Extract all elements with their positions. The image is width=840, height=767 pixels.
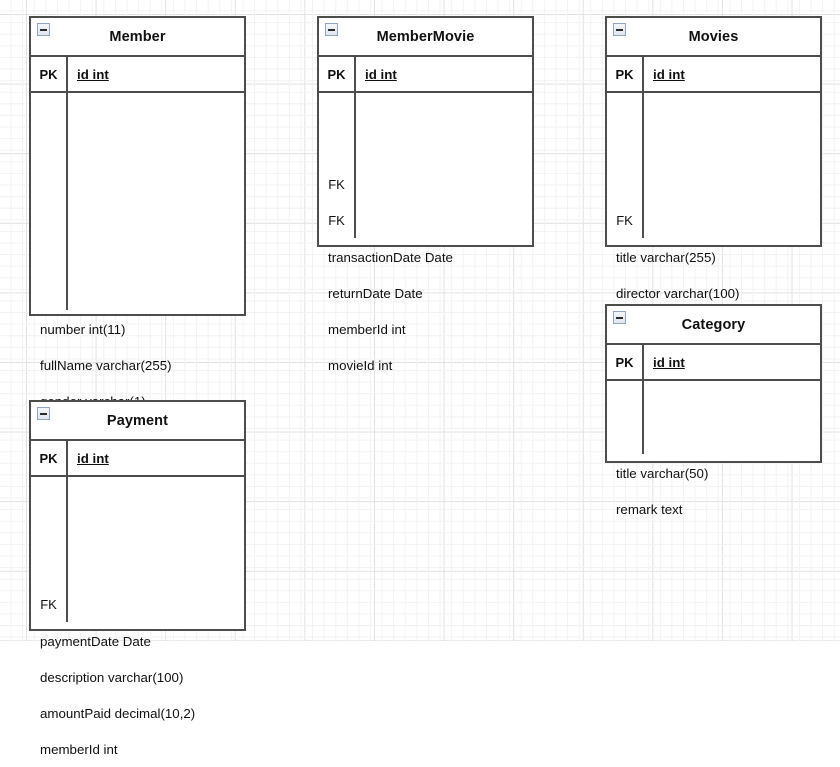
attribute-row[interactable]: paymentDate Date xyxy=(40,633,151,649)
entity-title-bar: Payment xyxy=(31,402,244,441)
entity-name-label: MemberMovie xyxy=(376,28,475,45)
attribute-row[interactable]: returnDate Date xyxy=(328,285,423,301)
fk-badge: FK xyxy=(328,176,345,192)
attribute-list: FK title varchar(255) director varchar(100… xyxy=(607,93,820,373)
primary-key-row[interactable]: PK id int xyxy=(31,441,244,477)
attribute-row[interactable]: title varchar(255) xyxy=(616,249,716,265)
pk-field-label: id int xyxy=(365,66,397,82)
pk-field-label: id int xyxy=(653,66,685,82)
entity-title-bar: Category xyxy=(607,306,820,345)
collapse-minus-icon[interactable] xyxy=(613,23,626,36)
fk-badge: FK xyxy=(40,596,57,612)
key-column: FK xyxy=(31,477,68,622)
primary-key-row[interactable]: PK id int xyxy=(607,345,820,381)
attribute-list: FK FK transactionDate Date returnDate Date m… xyxy=(319,93,532,373)
pk-field-label: id int xyxy=(653,354,685,370)
field-column: transactionDate Date returnDate Date membe… xyxy=(319,238,532,383)
entity-name-label: Member xyxy=(109,28,166,45)
entity-title-bar: Member xyxy=(31,18,244,57)
key-cell-empty xyxy=(31,274,66,310)
primary-key-row[interactable]: PK id int xyxy=(607,57,820,93)
attribute-row[interactable]: amountPaid decimal(10,2) xyxy=(40,705,196,721)
collapse-minus-icon[interactable] xyxy=(613,311,626,324)
fk-badge: FK xyxy=(616,212,633,228)
collapse-minus-icon[interactable] xyxy=(37,407,50,420)
collapse-minus-icon[interactable] xyxy=(37,23,50,36)
attribute-row[interactable]: movieId int xyxy=(328,357,393,373)
field-column: paymentDate Date description varchar(100)… xyxy=(31,622,244,767)
key-cell-empty xyxy=(607,130,642,166)
minus-glyph xyxy=(616,316,623,319)
key-column: FK FK xyxy=(319,93,356,238)
key-cell-empty xyxy=(607,418,642,454)
key-column: FK xyxy=(607,93,644,238)
pk-field-label: id int xyxy=(77,450,109,466)
key-cell-empty xyxy=(31,478,66,514)
attribute-list: title varchar(50) remark text xyxy=(607,381,820,517)
field-column: title varchar(50) remark text xyxy=(607,454,820,527)
pk-badge: PK xyxy=(319,57,356,91)
attribute-row[interactable]: title varchar(50) xyxy=(616,465,709,481)
key-cell-empty xyxy=(31,550,66,586)
key-column xyxy=(31,93,68,310)
attribute-row[interactable]: memberId int xyxy=(40,741,118,757)
key-cell-empty xyxy=(31,514,66,550)
attribute-row[interactable]: description varchar(100) xyxy=(40,669,184,685)
key-cell-empty xyxy=(607,382,642,418)
minus-glyph xyxy=(328,28,335,31)
key-cell-empty xyxy=(31,166,66,202)
attribute-row[interactable]: director varchar(100) xyxy=(616,285,740,301)
key-column xyxy=(607,381,644,454)
primary-key-row[interactable]: PK id int xyxy=(31,57,244,93)
attribute-row[interactable]: transactionDate Date xyxy=(328,249,453,265)
attribute-row[interactable]: number int(11) xyxy=(40,321,126,337)
key-cell-empty xyxy=(319,94,354,130)
entity-name-label: Movies xyxy=(688,28,739,45)
key-cell-empty xyxy=(607,166,642,202)
entity-title-bar: Movies xyxy=(607,18,820,57)
pk-badge: PK xyxy=(31,57,68,91)
entity-name-label: Payment xyxy=(106,412,169,429)
key-cell-empty xyxy=(607,94,642,130)
key-cell-empty xyxy=(31,238,66,274)
pk-badge: PK xyxy=(31,441,68,475)
pk-badge: PK xyxy=(607,57,644,91)
key-cell-empty xyxy=(319,130,354,166)
attribute-row[interactable]: memberId int xyxy=(328,321,406,337)
attribute-list: FK paymentDate Date description varchar(10… xyxy=(31,477,244,757)
key-cell-empty xyxy=(31,130,66,166)
minus-glyph xyxy=(616,28,623,31)
key-cell-empty xyxy=(31,94,66,130)
attribute-row[interactable]: fullName varchar(255) xyxy=(40,357,172,373)
attribute-list: number int(11)fullName varchar(255)gende… xyxy=(31,93,244,517)
pk-field-label: id int xyxy=(77,66,109,82)
primary-key-row[interactable]: PK id int xyxy=(319,57,532,93)
minus-glyph xyxy=(40,28,47,31)
entity-title-bar: MemberMovie xyxy=(319,18,532,57)
fk-badge: FK xyxy=(328,212,345,228)
pk-badge: PK xyxy=(607,345,644,379)
key-cell-empty xyxy=(31,202,66,238)
collapse-minus-icon[interactable] xyxy=(325,23,338,36)
entity-name-label: Category xyxy=(681,316,746,333)
attribute-row[interactable]: remark text xyxy=(616,501,683,517)
minus-glyph xyxy=(40,412,47,415)
